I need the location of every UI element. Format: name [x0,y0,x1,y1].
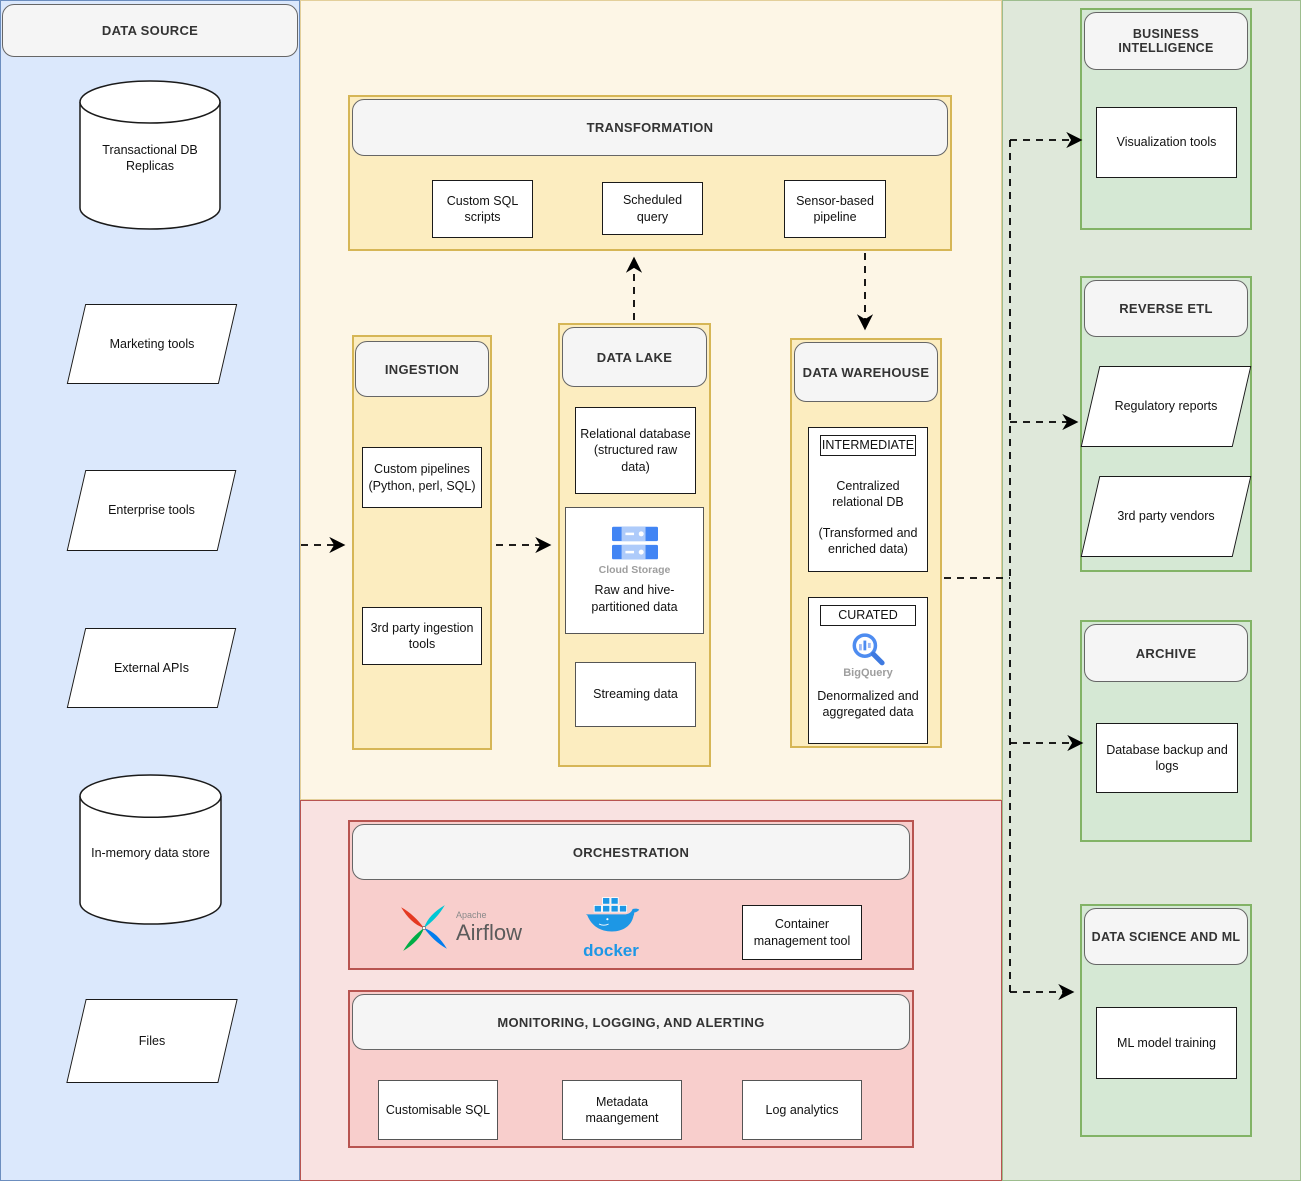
data-warehouse-header: DATA WAREHOUSE [794,342,938,402]
data-source-header: DATA SOURCE [2,4,298,57]
node-label: Centralized relational DB [832,479,904,510]
intermediate-tag: INTERMEDIATE [820,435,916,456]
data-science-ml-header: DATA SCIENCE AND ML [1084,908,1248,965]
reverse-etl-header: REVERSE ETL [1084,280,1248,337]
node-label: (Transformed and enriched data) [818,525,918,556]
node-3rd-party-vendors[interactable]: 3rd party vendors [1080,476,1252,557]
monitoring-header: MONITORING, LOGGING, AND ALERTING [352,994,910,1050]
node-label: Files [138,1033,166,1048]
node-sensor-based-pipeline[interactable]: Sensor-based pipeline [784,180,886,238]
node-transactional-db-replicas[interactable]: Transactional DB Replicas [79,80,221,230]
node-relational-database[interactable]: Relational database (structured raw data… [575,407,696,494]
container-data-lake[interactable]: DATA LAKE Relational database (structure… [558,323,711,767]
node-docker[interactable]: docker [578,896,644,961]
node-log-analytics[interactable]: Log analytics [742,1080,862,1140]
node-metadata-management[interactable]: Metadata maangement [562,1080,682,1140]
node-ml-model-training[interactable]: ML model training [1096,1007,1237,1079]
container-data-science-ml[interactable]: DATA SCIENCE AND ML ML model training [1080,904,1252,1137]
node-regulatory-reports[interactable]: Regulatory reports [1080,366,1252,447]
container-orchestration[interactable]: ORCHESTRATION Apache Airflow [348,820,914,970]
cloud-storage-icon [611,526,658,560]
airflow-label: Airflow [456,920,523,945]
node-container-management-tool[interactable]: Container management tool [742,905,862,960]
orchestration-header: ORCHESTRATION [352,824,910,880]
business-intelligence-header: BUSINESS INTELLIGENCE [1084,12,1248,70]
node-label: Raw and hive-partitioned data [591,583,678,614]
node-custom-pipelines[interactable]: Custom pipelines (Python, perl, SQL) [362,447,482,508]
node-streaming-data[interactable]: Streaming data [575,662,696,727]
curated-tag: CURATED [820,605,916,626]
node-3rd-party-ingestion-tools[interactable]: 3rd party ingestion tools [362,607,482,665]
node-in-memory-data-store[interactable]: In-memory data store [79,774,222,927]
cylinder-shape [79,80,221,230]
docker-label: docker [583,941,639,960]
data-lake-header: DATA LAKE [562,327,707,387]
bigquery-icon [852,633,885,666]
container-business-intelligence[interactable]: BUSINESS INTELLIGENCE Visualization tool… [1080,8,1252,230]
archive-header: ARCHIVE [1084,624,1248,682]
container-reverse-etl[interactable]: REVERSE ETL Regulatory reports 3rd party… [1080,276,1252,572]
node-marketing-tools[interactable]: Marketing tools [66,304,238,384]
container-ingestion[interactable]: INGESTION Custom pipelines (Python, perl… [352,335,492,750]
cylinder-shape [79,774,222,925]
airflow-small-label: Apache [456,910,487,920]
node-label: Enterprise tools [108,503,195,518]
node-external-apis[interactable]: External APIs [66,628,237,708]
node-label: Transactional DB Replicas [102,142,198,173]
node-database-backup-logs[interactable]: Database backup and logs [1096,723,1238,793]
node-enterprise-tools[interactable]: Enterprise tools [66,470,237,551]
cloud-storage-caption: Cloud Storage [598,564,671,577]
node-files[interactable]: Files [66,999,238,1083]
node-curated[interactable]: CURATED BigQuery Denormalized and aggreg… [808,597,928,744]
ingestion-header: INGESTION [355,341,489,397]
node-label: 3rd party vendors [1117,509,1215,524]
container-monitoring[interactable]: MONITORING, LOGGING, AND ALERTING Custom… [348,990,914,1148]
node-intermediate[interactable]: INTERMEDIATE Centralized relational DB (… [808,427,928,572]
container-transformation[interactable]: TRANSFORMATION Custom SQL scripts Schedu… [348,95,952,251]
node-label: Regulatory reports [1114,399,1218,414]
node-label: Marketing tools [109,336,195,351]
node-raw-hive-partitioned[interactable]: Cloud Storage Raw and hive-partitioned d… [565,507,704,634]
node-label: External APIs [113,660,190,675]
docker-whale-icon [585,897,640,932]
node-visualization-tools[interactable]: Visualization tools [1096,107,1237,178]
node-scheduled-query[interactable]: Scheduled query [602,182,703,235]
transformation-header: TRANSFORMATION [352,99,948,156]
container-archive[interactable]: ARCHIVE Database backup and logs [1080,620,1252,842]
node-customisable-sql[interactable]: Customisable SQL [378,1080,498,1140]
node-airflow[interactable]: Apache Airflow [398,902,522,954]
node-custom-sql-scripts[interactable]: Custom SQL scripts [432,180,533,238]
container-data-warehouse[interactable]: DATA WAREHOUSE INTERMEDIATE Centralized … [790,338,942,748]
bigquery-caption: BigQuery [843,667,893,679]
node-label: In-memory data store [91,846,210,861]
node-label: Denormalized and aggregated data [817,688,919,719]
airflow-pinwheel-icon [401,905,447,951]
